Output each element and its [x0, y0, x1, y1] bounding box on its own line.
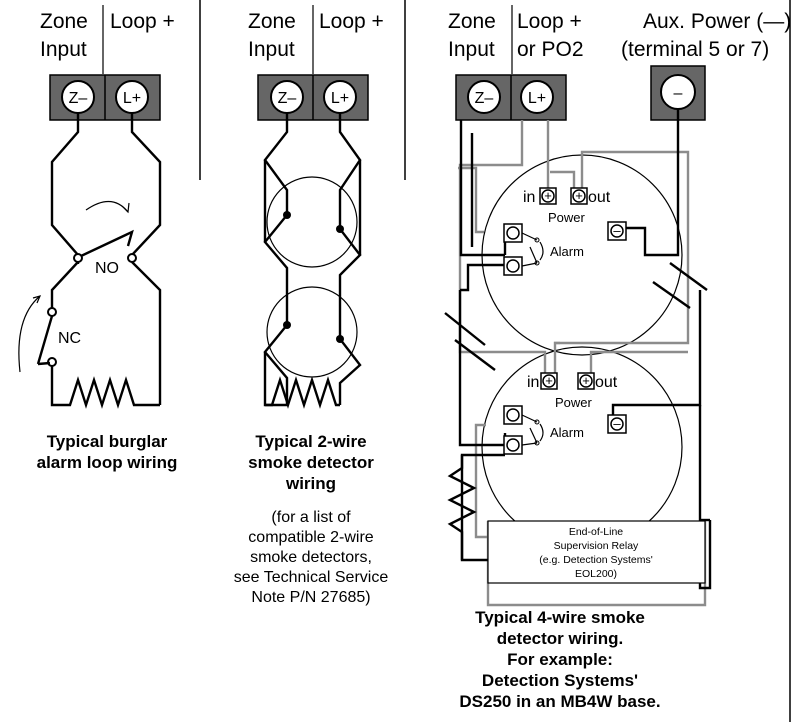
lower-detector-contacts: + + in out Power Alarm –	[503, 372, 627, 455]
lower-out-label: out	[595, 374, 618, 391]
middle-wiring	[263, 113, 362, 409]
upper-power-label: Power	[548, 210, 586, 225]
lower-out-plus: +	[582, 373, 590, 388]
right-caption-line1: Typical 4-wire smoke	[475, 608, 645, 627]
left-label-nc: NC	[58, 330, 81, 347]
right-term-z-label: Z–	[475, 90, 494, 107]
left-term-z-label: Z–	[69, 90, 88, 107]
middle-panel: Zone Input Loop + Z– L+ Typical 2-wire s…	[234, 10, 389, 606]
middle-header-zone: Zone	[248, 10, 296, 33]
right-caption-line3: For example:	[507, 650, 613, 669]
eol-relay-line4: EOL200)	[575, 568, 617, 580]
middle-detector-1	[266, 176, 358, 268]
upper-alarm-label: Alarm	[550, 244, 584, 259]
left-wiring	[18, 113, 162, 409]
middle-caption-line3: wiring	[285, 474, 336, 493]
right-header-zone: Zone	[448, 10, 496, 33]
middle-caption-line2: smoke detector	[248, 453, 374, 472]
lower-in-plus: +	[545, 373, 553, 388]
middle-note-line5: Note P/N 27685)	[251, 589, 370, 606]
middle-note-line3: smoke detectors,	[250, 549, 372, 566]
upper-minus: –	[613, 223, 621, 238]
right-panel: Zone Input Loop + or PO2 Aux. Power (—) …	[444, 10, 791, 711]
middle-term-l-label: L+	[331, 90, 349, 107]
left-header-zone: Zone	[40, 10, 88, 33]
middle-term-z-label: Z–	[278, 90, 297, 107]
middle-note-line2: compatible 2-wire	[248, 529, 373, 546]
left-term-l-label: L+	[123, 90, 141, 107]
lower-alarm-label: Alarm	[550, 425, 584, 440]
lower-in-label: in	[527, 374, 539, 391]
middle-note-line4: see Technical Service	[234, 569, 389, 586]
eol-relay-box	[487, 520, 706, 584]
right-header-loop: Loop +	[517, 10, 582, 33]
right-header-aux-line2: (terminal 5 or 7)	[621, 38, 769, 61]
eol-relay-line2: Supervision Relay	[554, 540, 639, 552]
eol-relay-line1: End-of-Line	[569, 526, 623, 538]
zone-wiring	[444, 108, 712, 590]
right-header-input: Input	[448, 38, 495, 61]
eol-relay-line3: (e.g. Detection Systems'	[539, 554, 652, 566]
upper-in-plus: +	[544, 188, 552, 203]
right-terminal-z	[467, 80, 501, 114]
left-header-input: Input	[40, 38, 87, 61]
upper-in-label: in	[523, 189, 535, 206]
upper-detector-contacts: + + in out Power Alarm –	[503, 187, 627, 276]
upper-out-plus: +	[575, 188, 583, 203]
lower-power-label: Power	[555, 395, 593, 410]
right-term-l-label: L+	[528, 90, 546, 107]
middle-caption-line1: Typical 2-wire	[255, 432, 366, 451]
right-caption-line2: detector wiring.	[497, 629, 624, 648]
right-caption-line5: DS250 in an MB4W base.	[459, 692, 660, 711]
middle-header-input: Input	[248, 38, 295, 61]
aux-term-minus-label: –	[674, 85, 683, 102]
right-header-po2: or PO2	[517, 38, 584, 61]
upper-out-label: out	[588, 189, 611, 206]
right-header-aux-line1: Aux. Power (—)	[643, 10, 791, 33]
right-terminal-l	[520, 80, 554, 114]
lower-minus: –	[613, 416, 621, 431]
left-label-no: NO	[95, 260, 119, 277]
left-panel: Zone Input Loop + Z– L+	[18, 10, 178, 472]
left-caption-line1: Typical burglar	[47, 432, 168, 451]
left-header-loop: Loop +	[110, 10, 175, 33]
middle-note-line1: (for a list of	[271, 509, 351, 526]
middle-header-loop: Loop +	[319, 10, 384, 33]
right-caption-line4: Detection Systems'	[482, 671, 638, 690]
left-caption-line2: alarm loop wiring	[37, 453, 178, 472]
